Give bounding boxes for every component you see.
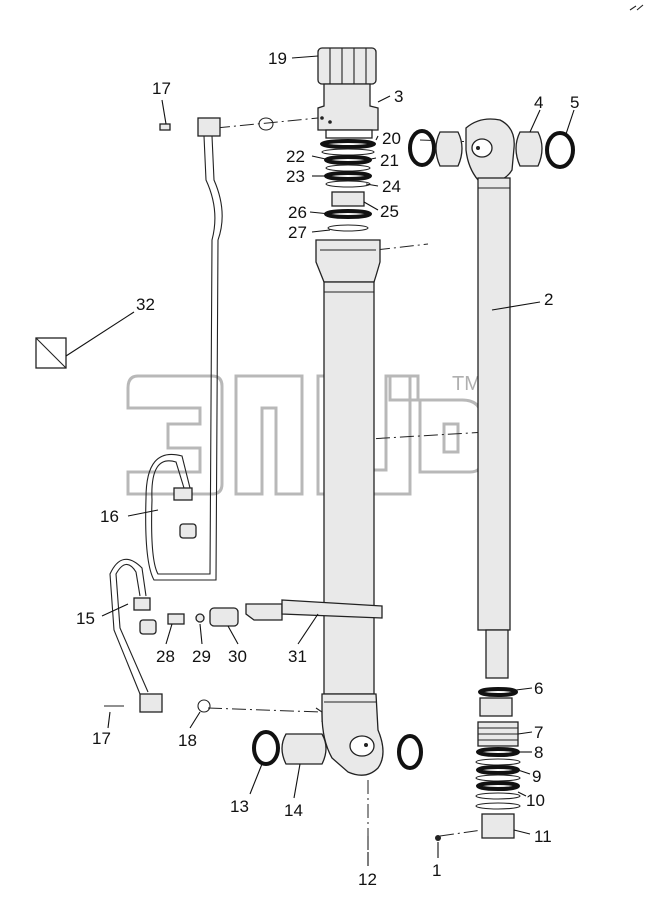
tube-bottom-parts (252, 730, 423, 770)
label-4: 4 (534, 93, 543, 112)
label-13: 13 (230, 797, 249, 816)
label-22: 22 (286, 147, 305, 166)
label-16: 16 (100, 507, 119, 526)
label-27: 27 (288, 223, 307, 242)
label-32: 32 (136, 295, 155, 314)
corner-mark (629, 4, 644, 11)
label-21: 21 (380, 151, 399, 170)
label-25: 25 (380, 202, 399, 221)
label-10: 10 (526, 791, 545, 810)
part-number-labels: 19 3 20 22 21 23 24 26 25 27 4 5 2 6 7 8… (76, 49, 579, 889)
label-7: 7 (534, 723, 543, 742)
label-6: 6 (534, 679, 543, 698)
piston-rod (435, 118, 521, 841)
label-18: 18 (178, 731, 197, 750)
label-14: 14 (284, 801, 303, 820)
label-15: 15 (76, 609, 95, 628)
label-3: 3 (394, 87, 403, 106)
label-26: 26 (288, 203, 307, 222)
label-2: 2 (544, 290, 553, 309)
label-20: 20 (382, 129, 401, 148)
gland-parts-stack (317, 47, 379, 232)
label-8: 8 (534, 743, 543, 762)
watermark-trademark: TM (452, 373, 481, 395)
label-30: 30 (228, 647, 247, 666)
cylinder-tube (315, 239, 384, 776)
label-29: 29 (192, 647, 211, 666)
label-17-top: 17 (152, 79, 171, 98)
label-31: 31 (288, 647, 307, 666)
rod-eye-parts (408, 129, 575, 169)
label-11: 11 (534, 827, 552, 846)
note-symbol (35, 337, 67, 369)
label-23: 23 (286, 167, 305, 186)
label-19: 19 (268, 49, 287, 68)
label-12: 12 (358, 870, 377, 889)
label-17-bottom: 17 (92, 729, 111, 748)
label-9: 9 (532, 767, 541, 786)
label-1: 1 (432, 861, 441, 880)
label-28: 28 (156, 647, 175, 666)
label-24: 24 (382, 177, 401, 196)
watermark-logo: TM (126, 373, 484, 496)
hydraulic-lines (104, 117, 383, 713)
leader-lines (65, 55, 575, 866)
label-5: 5 (570, 93, 579, 112)
